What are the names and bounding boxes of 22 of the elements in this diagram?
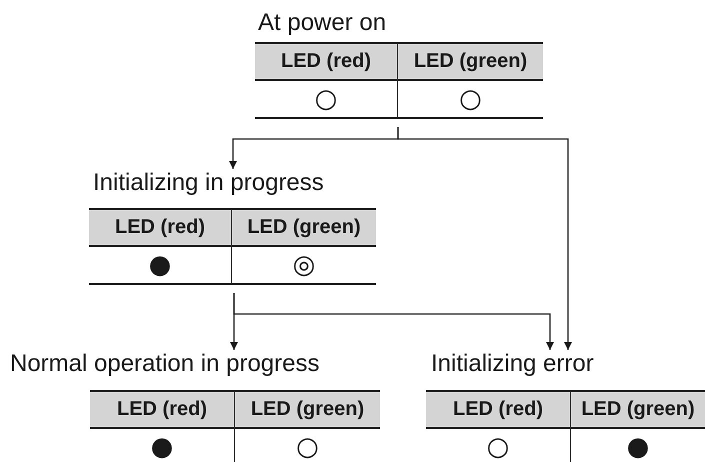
led-state-symbol: ○	[314, 86, 338, 112]
led-state-symbol: ◎	[292, 252, 316, 278]
state-title: Initializing error	[431, 350, 594, 378]
state-title: At power on	[258, 9, 386, 37]
led-state-symbol: ○	[296, 434, 319, 460]
column-header: LED (green)	[235, 392, 380, 429]
led-state-symbol: ●	[148, 252, 172, 278]
column-header: LED (red)	[255, 44, 398, 81]
column-header: LED (red)	[90, 392, 235, 429]
led-state-symbol: ○	[486, 434, 510, 460]
arrow	[397, 127, 572, 350]
led-state-symbol: ●	[626, 434, 650, 460]
column-header: LED (green)	[571, 392, 705, 429]
column-header: LED (green)	[232, 210, 376, 247]
state-title: Normal operation in progress	[10, 350, 320, 378]
arrow	[233, 293, 554, 350]
column-header: LED (red)	[426, 392, 571, 429]
state-title: Initializing in progress	[93, 169, 324, 197]
column-header: LED (green)	[398, 44, 543, 81]
led-state-symbol: ○	[459, 86, 482, 112]
column-header: LED (red)	[89, 210, 232, 247]
led-state-symbol: ●	[150, 434, 174, 460]
